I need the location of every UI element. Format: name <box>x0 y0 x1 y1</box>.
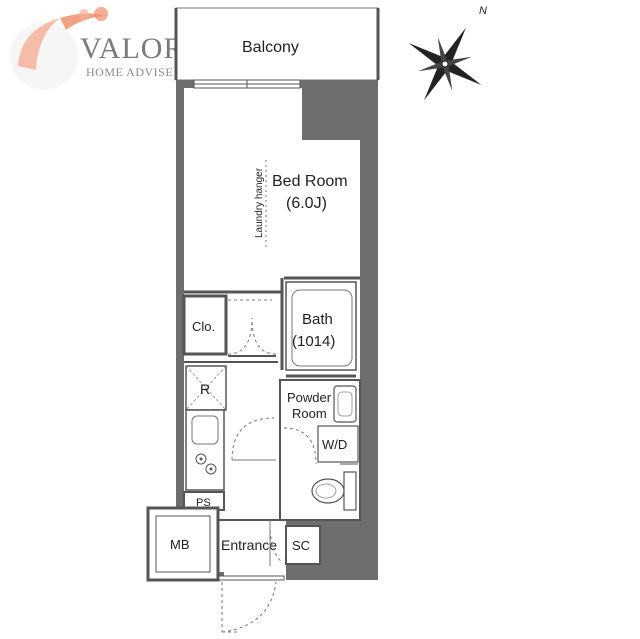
bath-name: Bath <box>302 311 333 328</box>
shoe-closet-label: SC <box>292 538 310 553</box>
bedroom: Bed Room (6.0J) Laundry hanger <box>184 160 360 370</box>
entrance-label: Entrance <box>221 537 277 553</box>
meter-box-label: MB <box>170 537 190 552</box>
washer-label: W/D <box>322 437 347 452</box>
compass-north-label: N <box>479 5 487 17</box>
bath-size: (1014) <box>292 333 335 350</box>
pipe-space: PS <box>183 491 225 511</box>
toilet-icon <box>311 471 357 511</box>
powder-room: Powder Room W/D <box>279 379 361 521</box>
powder-room-line2: Room <box>292 406 327 421</box>
laundry-hanger-label: Laundry hanger <box>254 167 265 238</box>
bedroom-window <box>193 79 301 89</box>
sink-icon <box>191 415 219 445</box>
bedroom-size: (6.0J) <box>286 195 327 212</box>
meter-box: MB <box>146 506 220 582</box>
pipe-space-label: PS <box>196 497 211 509</box>
bedroom-name: Bed Room <box>272 173 348 190</box>
valor-logo: VALOR HOME ADVISE <box>10 7 184 90</box>
entrance-area: Entrance SC <box>217 519 321 633</box>
washbasin-icon <box>333 385 357 423</box>
stove-icon <box>195 453 217 475</box>
fridge-label: R <box>200 381 210 397</box>
balcony-label: Balcony <box>242 39 299 56</box>
kitchen: R <box>184 361 278 491</box>
closet: Clo. <box>182 294 277 357</box>
powder-room-line1: Powder <box>287 390 332 405</box>
logo-brand: VALOR <box>80 32 184 65</box>
balcony: Balcony <box>174 7 380 81</box>
logo-swoosh-icon <box>10 7 108 90</box>
closet-label: Clo. <box>192 319 215 334</box>
logo-tagline: HOME ADVISE <box>86 65 173 79</box>
bathroom: Bath (1014) <box>285 281 357 378</box>
compass-rose-icon: N <box>408 5 487 101</box>
